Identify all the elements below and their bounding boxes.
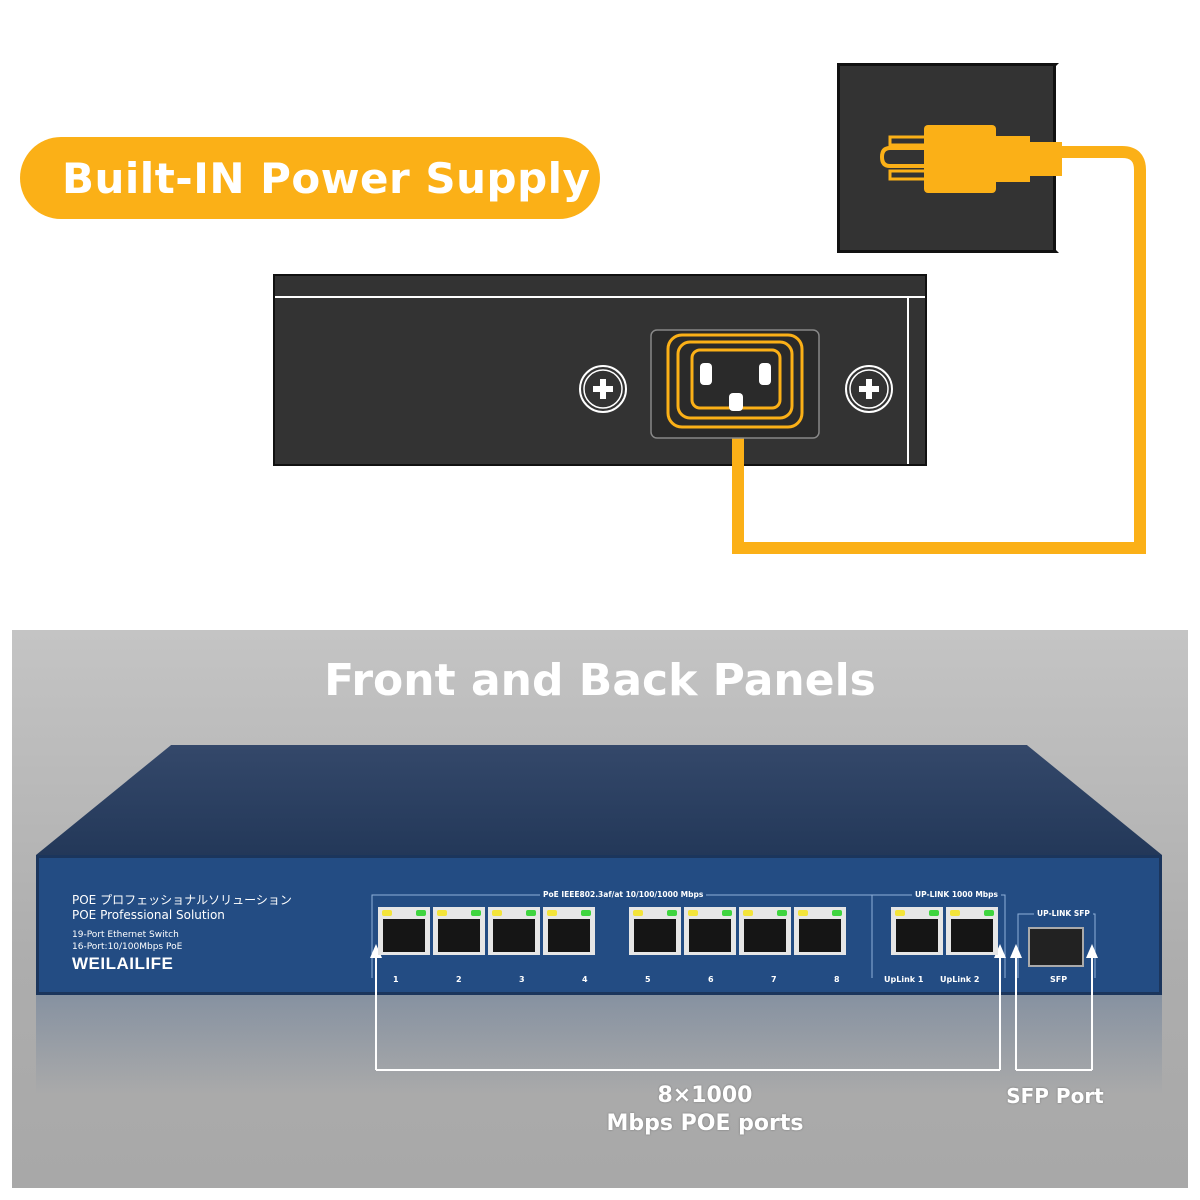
brand-line-en: POE Professional Solution xyxy=(72,908,225,922)
poe-port-2[interactable] xyxy=(433,907,485,955)
poe-callout-line1: 8×1000 xyxy=(657,1083,753,1108)
poe-ports-callout: 8×1000 Mbps POE ports xyxy=(570,1082,840,1138)
port-label: 5 xyxy=(645,975,651,984)
led-green xyxy=(471,910,481,916)
led-green xyxy=(984,910,994,916)
led-yellow xyxy=(798,910,808,916)
spec-line: 19-Port Ethernet Switch xyxy=(72,930,179,940)
led-yellow xyxy=(688,910,698,916)
uplink-label: UpLink 2 xyxy=(940,975,980,984)
poe-callout-arrow xyxy=(375,955,1001,1071)
uplink-label: UpLink 1 xyxy=(884,975,924,984)
power-cord xyxy=(732,146,1146,554)
port-label: 1 xyxy=(393,975,399,984)
arrow-head-icon xyxy=(1010,944,1022,958)
sfp-callout-arrow xyxy=(1015,955,1093,1071)
switch-top-cover xyxy=(36,745,1162,855)
rj45-jack xyxy=(383,919,425,952)
led-green xyxy=(667,910,677,916)
poe-port-5[interactable] xyxy=(629,907,681,955)
led-green xyxy=(722,910,732,916)
spec-line: 16-Port:10/100Mbps PoE xyxy=(72,942,183,952)
built-in-power-supply-banner: Built-IN Power Supply xyxy=(20,137,600,219)
port-label: 2 xyxy=(456,975,462,984)
poe-port-7[interactable] xyxy=(739,907,791,955)
poe-port-4[interactable] xyxy=(543,907,595,955)
rj45-jack xyxy=(896,919,938,952)
sfp-group-label: UP-LINK SFP xyxy=(1034,909,1093,918)
poe-callout-line2: Mbps POE ports xyxy=(606,1111,804,1136)
poe-port-8[interactable] xyxy=(794,907,846,955)
switch-branding: POE プロフェッショナルソリューション POE Professional So… xyxy=(72,893,292,974)
rj45-jack xyxy=(799,919,841,952)
led-yellow xyxy=(633,910,643,916)
poe-port-6[interactable] xyxy=(684,907,736,955)
led-green xyxy=(929,910,939,916)
panel-edge-line xyxy=(275,296,925,298)
rj45-jack xyxy=(951,919,993,952)
sfp-port-callout: SFP Port xyxy=(1006,1084,1104,1108)
arrow-head-icon xyxy=(1086,944,1098,958)
sfp-label: SFP xyxy=(1050,975,1068,984)
led-green xyxy=(581,910,591,916)
led-yellow xyxy=(950,910,960,916)
panel-edge-line xyxy=(907,298,909,464)
power-plug-icon xyxy=(879,125,1062,193)
poe-port-1[interactable] xyxy=(378,907,430,955)
led-yellow xyxy=(382,910,392,916)
led-yellow xyxy=(547,910,557,916)
port-label: 8 xyxy=(834,975,840,984)
port-label: 7 xyxy=(771,975,777,984)
port-label: 6 xyxy=(708,975,714,984)
switch-reflection xyxy=(36,995,1162,1095)
uplink-port-1[interactable] xyxy=(891,907,943,955)
screw-icon xyxy=(579,365,627,413)
led-green xyxy=(832,910,842,916)
brand-line-jp: POE プロフェッショナルソリューション xyxy=(72,893,292,907)
brand-logo: WEILAILIFE xyxy=(72,954,174,973)
led-yellow xyxy=(492,910,502,916)
rj45-jack xyxy=(634,919,676,952)
led-green xyxy=(416,910,426,916)
uplink-port-2[interactable] xyxy=(946,907,998,955)
screw-icon xyxy=(845,365,893,413)
led-yellow xyxy=(743,910,753,916)
rj45-jack xyxy=(438,919,480,952)
power-illustration xyxy=(579,125,1146,554)
rj45-jack xyxy=(548,919,590,952)
uplink-group-label: UP-LINK 1000 Mbps xyxy=(912,890,1001,899)
iec-power-socket-icon xyxy=(650,329,820,439)
rj45-jack xyxy=(493,919,535,952)
poe-port-3[interactable] xyxy=(488,907,540,955)
section-title: Front and Back Panels xyxy=(324,655,876,706)
rj45-jack xyxy=(744,919,786,952)
sfp-port[interactable] xyxy=(1028,927,1084,967)
port-label: 4 xyxy=(582,975,588,984)
poe-group-label: PoE IEEE802.3af/at 10/100/1000 Mbps xyxy=(540,890,707,899)
led-green xyxy=(526,910,536,916)
port-label: 3 xyxy=(519,975,525,984)
led-green xyxy=(777,910,787,916)
led-yellow xyxy=(437,910,447,916)
led-yellow xyxy=(895,910,905,916)
rj45-jack xyxy=(689,919,731,952)
banner-label: Built-IN Power Supply xyxy=(62,153,591,203)
